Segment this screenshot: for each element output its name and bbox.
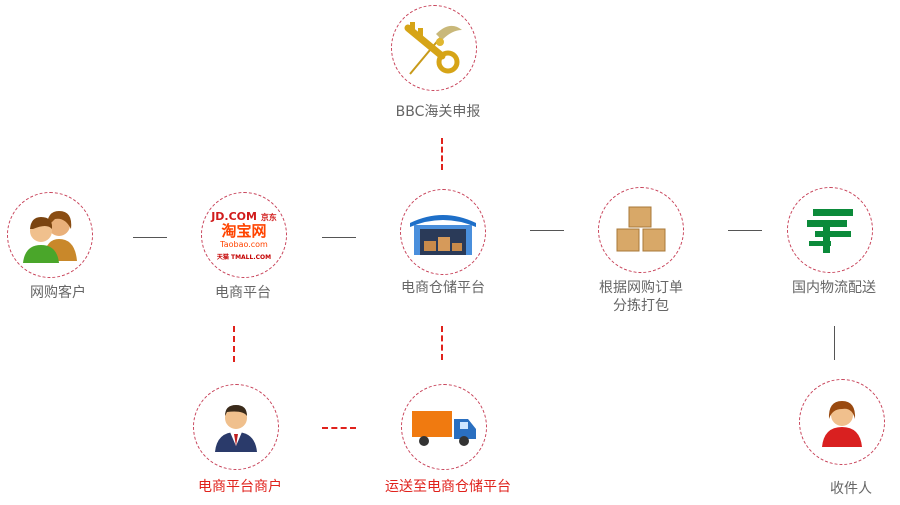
connector-logistics-receiver [834, 326, 835, 360]
customer-label: 网购客户 [30, 285, 86, 301]
receiver-icon [822, 401, 862, 447]
receiver-label: 收件人 [830, 481, 872, 497]
taobao-logo: 淘宝网 [221, 221, 267, 240]
sorting-label-line1: 根据网购订单 [599, 280, 683, 296]
logistics-label: 国内物流配送 [792, 280, 876, 296]
china-post-icon [807, 209, 853, 253]
connector-warehouse-sorting [530, 230, 564, 231]
warehouse-icon [410, 215, 476, 255]
transport-label: 运送至电商仓储平台 [385, 479, 511, 495]
transport-node [401, 384, 487, 470]
warehouse-label: 电商仓储平台 [401, 280, 485, 296]
warehouse-node [400, 189, 486, 275]
packages-icon [616, 206, 666, 252]
platform-logos: JD.COM 京东 淘宝网 Taobao.com 天猫 TMALL.COM [211, 210, 277, 261]
tmall-logo: 天猫 TMALL.COM [216, 253, 272, 261]
receiver-node [799, 379, 885, 465]
taobao-url: Taobao.com [220, 239, 268, 249]
platform-label: 电商平台 [215, 285, 271, 301]
connector-merchant-transport [322, 427, 356, 429]
sorting-label-line2: 分拣打包 [613, 298, 669, 314]
connector-platform-merchant [233, 326, 235, 362]
customer-node [7, 192, 93, 278]
merchant-label: 电商平台商户 [198, 479, 282, 495]
jd-logo: JD.COM 京东 [211, 209, 277, 223]
sorting-node [598, 187, 684, 273]
connector-platform-warehouse [322, 237, 356, 238]
customs-label: BBC海关申报 [395, 104, 481, 120]
connector-warehouse-transport [441, 326, 443, 360]
businessman-icon [215, 405, 257, 452]
customs-node [391, 5, 477, 91]
truck-icon [412, 411, 476, 446]
customers-icon [23, 211, 77, 263]
platform-node: JD.COM 京东 淘宝网 Taobao.com 天猫 TMALL.COM [201, 192, 287, 278]
connector-sorting-logistics [728, 230, 762, 231]
logistics-node [787, 187, 873, 273]
connector-customs-warehouse [441, 138, 443, 170]
merchant-node [193, 384, 279, 470]
customs-key-icon [404, 22, 462, 75]
connector-customer-platform [133, 237, 167, 238]
